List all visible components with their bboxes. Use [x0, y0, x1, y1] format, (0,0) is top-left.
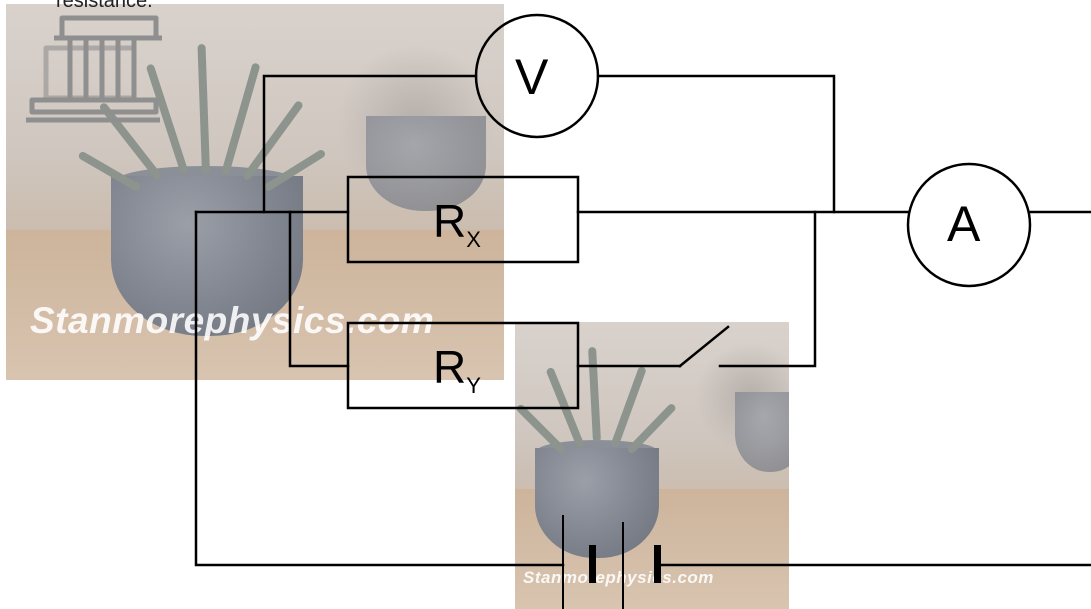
resistor-rx-label: RX	[433, 195, 481, 251]
caption-text: resistance.	[56, 0, 153, 12]
watermark-text-small: Stanmorephysics.com	[523, 568, 714, 587]
resistor-rx	[346, 175, 580, 264]
resistor-ry-subscript: Y	[466, 373, 481, 398]
battery-cells-icon	[562, 515, 661, 609]
wire-switch-to-junction	[718, 210, 817, 368]
background-photo-plant-small: Stanmorephysics.com	[515, 322, 789, 609]
wire-voltmeter-right	[596, 74, 836, 214]
open-switch-icon	[678, 325, 730, 368]
resistor-ry-symbol: R	[433, 341, 467, 393]
watermark-text-large: Stanmorephysics.com	[30, 300, 435, 341]
voltmeter	[474, 13, 600, 139]
column-pillar-icon	[26, 15, 162, 123]
background-photo-plant: Stanmorephysics.com	[6, 4, 504, 380]
wire-voltmeter-left	[262, 74, 478, 214]
wire-bottom-left	[194, 210, 565, 567]
resistor-rx-symbol: R	[433, 195, 467, 247]
resistor-rx-subscript: X	[466, 227, 481, 252]
ammeter-label: A	[947, 196, 981, 252]
ammeter	[906, 162, 1032, 288]
wire-ry-left	[288, 210, 350, 368]
resistor-ry-label: RY	[433, 341, 481, 397]
voltmeter-label: V	[515, 49, 549, 105]
